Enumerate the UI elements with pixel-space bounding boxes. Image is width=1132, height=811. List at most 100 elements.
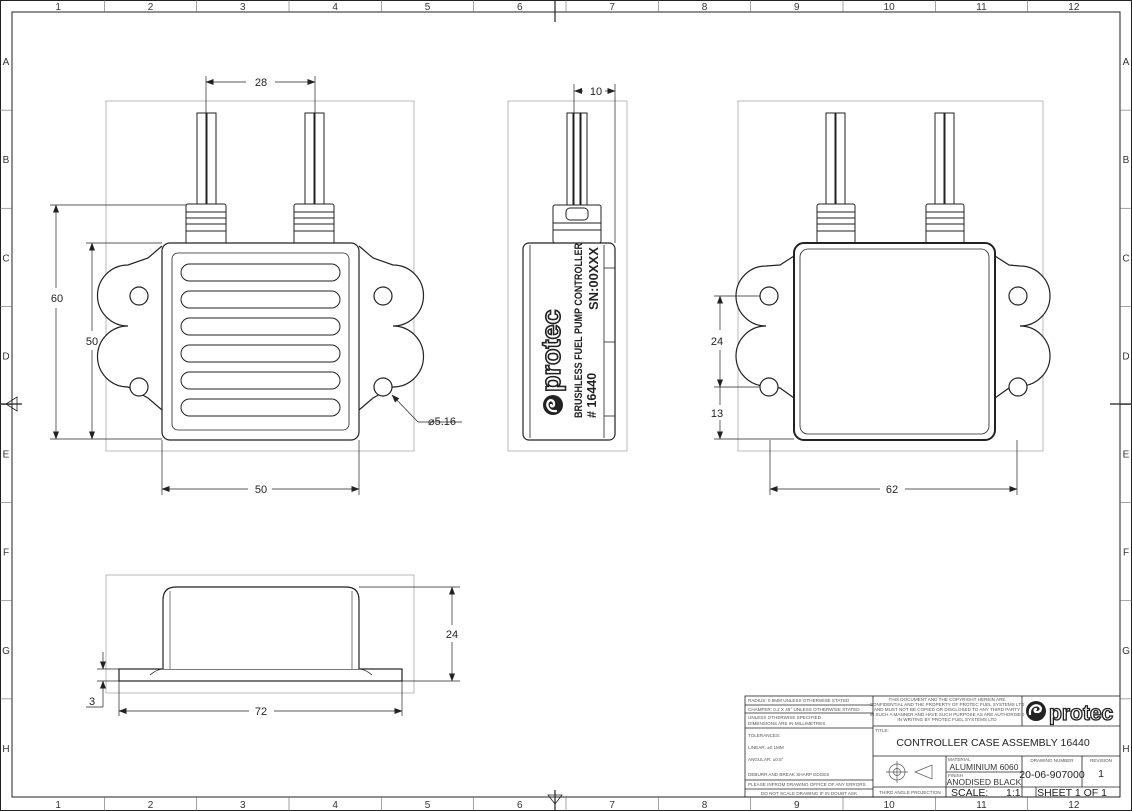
third-angle-projection-icon — [886, 761, 933, 783]
material-caption: MATERIAL — [948, 757, 971, 762]
sheet-number: SHEET 1 OF 1 — [1037, 787, 1107, 799]
copyright-line-3: AND MUST NOT BE COPIED OR DISCLOSED TO A… — [874, 707, 1020, 712]
grid-row-label: F — [1123, 548, 1129, 559]
dim-lead-spacing-label: 28 — [255, 77, 267, 89]
grid-column-label: 9 — [794, 2, 800, 13]
revision-caption: REVISION — [1090, 758, 1112, 763]
grid-row-label: F — [3, 548, 9, 559]
grid-row-label: G — [1122, 646, 1130, 657]
dim-body-height-label: 50 — [86, 336, 98, 348]
dim-hole-diameter-label: ⌀5.16 — [428, 416, 456, 428]
note-tolerances: TOLERANCES: — [748, 733, 780, 738]
grid-column-label: 7 — [609, 800, 615, 811]
material-value: ALUMINIUM 6060 — [950, 762, 1019, 772]
cable-glands — [185, 203, 335, 245]
elevation-body — [118, 586, 403, 682]
grid-column-label: 12 — [1068, 2, 1080, 13]
side-cable-gland — [552, 204, 602, 244]
note-units-1: UNLESS OTHERWISE SPECIFIED — [748, 715, 822, 720]
grid-column-label: 5 — [425, 800, 431, 811]
rear-case-body — [793, 242, 996, 441]
view-boundary — [105, 574, 415, 694]
dim-flange-width — [769, 440, 1018, 495]
grid-column-label: 7 — [609, 2, 615, 13]
grid-column-label: 4 — [332, 800, 338, 811]
cable-leads — [196, 112, 325, 209]
note-units-2: DIMENSIONS ARE IN MILLIMETRES — [748, 721, 825, 726]
copyright-line-5: IN WRITING BY PROTEC FUEL SYSTEMS LTD — [897, 717, 997, 722]
grid-row-label: D — [1122, 351, 1129, 362]
copyright-line-2: CONFIDENTIAL AND THE PROPERTY OF PROTEC … — [870, 702, 1025, 707]
dim-hole-spacing — [714, 295, 760, 388]
grid-column-label: 6 — [517, 2, 523, 13]
dim-body-width — [161, 440, 360, 495]
grid-column-label: 6 — [517, 800, 523, 811]
side-cable-leads — [566, 112, 588, 209]
grid-row-label: G — [2, 646, 10, 657]
grid-row-label: E — [1123, 450, 1130, 461]
grid-column-label: 3 — [240, 2, 246, 13]
title-logo-text: protec — [1049, 702, 1114, 725]
grid-column-label: 8 — [702, 2, 708, 13]
note-noscale: DO NOT SCALE DRAWING IF IN DOUBT ASK — [761, 791, 858, 796]
dim-hole-spacing-label: 24 — [711, 336, 723, 348]
product-label: protec BRUSHLESS FUEL PUMP CONTROLLER # … — [535, 243, 601, 418]
dim-lead-offset-label: 10 — [590, 86, 602, 98]
dim-overall-height-label: 60 — [51, 293, 63, 305]
dim-hole-diameter — [391, 394, 462, 423]
drawing-number-value: 20-06-907000 — [1019, 769, 1085, 781]
copyright-line-4: IN SUCH A MANNER AND HAVE SUCH PURPOSE A… — [870, 712, 1026, 717]
title-block: RADIUS: 0.5MM UNLESS OTHERWISE STATED CH… — [744, 695, 1121, 799]
grid-row-label: E — [3, 450, 10, 461]
grid-column-label: 10 — [884, 800, 896, 811]
grid-column-label: 4 — [332, 2, 338, 13]
dim-overall-length-label: 72 — [255, 706, 267, 718]
grid-row-label: A — [3, 57, 10, 68]
dim-base-thickness-label: 3 — [89, 696, 95, 708]
grid-row-label: D — [2, 351, 9, 362]
dim-hole-edge — [714, 387, 794, 440]
scale-caption: SCALE: — [951, 787, 988, 799]
finish-caption: FINISH — [948, 773, 963, 778]
grid-column-label: 11 — [976, 800, 987, 811]
grid-column-label: 10 — [884, 2, 896, 13]
title-logo-swirl-icon — [1026, 701, 1046, 721]
grid-column-label: 3 — [240, 800, 246, 811]
side-case — [522, 242, 616, 441]
mounting-holes — [129, 286, 393, 397]
rear-cable-glands — [816, 203, 965, 245]
dim-flange-width-label: 62 — [886, 484, 898, 496]
grid-column-label: 12 — [1068, 800, 1080, 811]
label-line1: BRUSHLESS FUEL PUMP CONTROLLER — [573, 243, 585, 418]
side-view: protec BRUSHLESS FUEL PUMP CONTROLLER # … — [507, 84, 628, 452]
rear-mounting-ears — [735, 255, 1051, 399]
grid-column-label: 2 — [148, 800, 154, 811]
grid-row-label: C — [1122, 253, 1129, 264]
cooling-fins — [180, 263, 341, 417]
dim-body-width-label: 50 — [255, 484, 267, 496]
mounting-ears — [96, 245, 425, 411]
grid-column-label: 2 — [148, 2, 154, 13]
grid-row-label: B — [3, 155, 10, 166]
note-inform: PLEASE INFROM DRAWING OFFICE OF ANY ERRO… — [748, 782, 866, 787]
dim-lead-spacing — [205, 76, 316, 113]
label-line2: SN:00XXX — [586, 247, 601, 310]
rear-cable-leads — [825, 112, 955, 209]
front-view: 28 60 50 50 ⌀5.16 — [50, 76, 462, 496]
grid-column-label: 11 — [976, 2, 987, 13]
label-line3: # 16440 — [585, 373, 599, 418]
label-brand: protec — [536, 309, 566, 392]
grid-row-label: B — [1123, 155, 1130, 166]
grid-column-label: 1 — [55, 2, 61, 13]
note-radius: RADIUS: 0.5MM UNLESS OTHERWISE STATED — [748, 698, 850, 703]
note-chamfer: CHAMFER: 0.2 X 45° UNLESS OTHERWISE STAT… — [748, 707, 860, 712]
rear-mounting-holes — [759, 286, 1028, 397]
note-angular: ANGULAR: ±0.5° — [748, 757, 784, 762]
projection-label: THIRD ANGLE PROJECTION — [879, 790, 941, 795]
dim-hole-edge-label: 13 — [711, 408, 723, 420]
rear-view: 24 13 62 — [711, 100, 1051, 496]
drawing-number-caption: DRAWING NUMBER — [1030, 758, 1074, 763]
